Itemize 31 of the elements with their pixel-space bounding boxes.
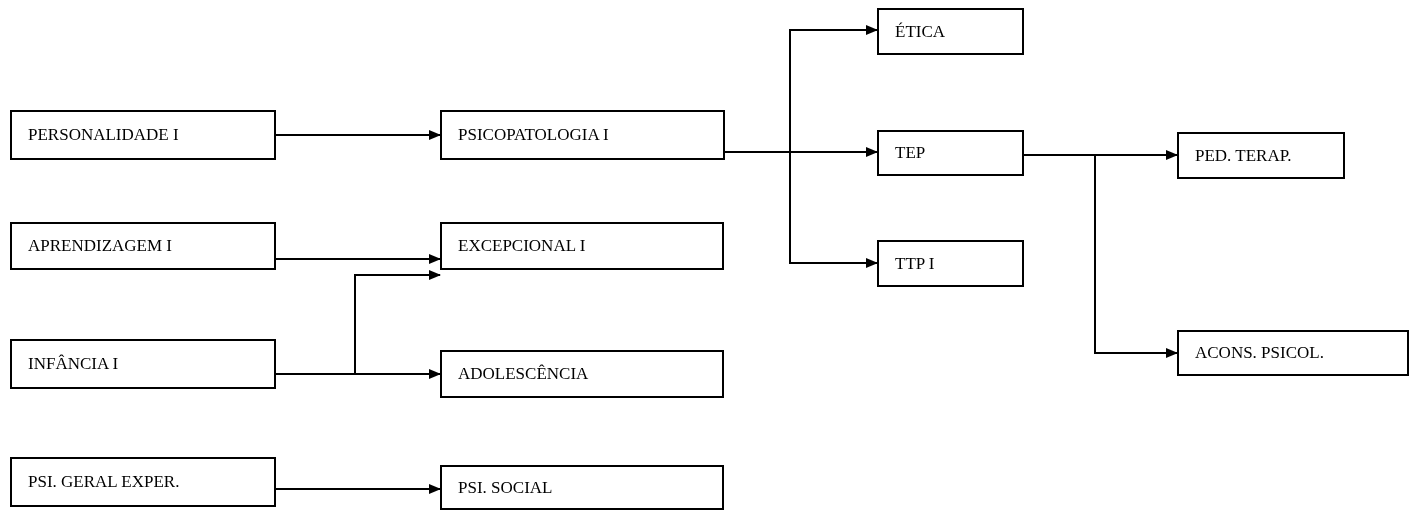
arrow xyxy=(275,130,441,140)
course-box xyxy=(1177,132,1345,179)
arrow xyxy=(1023,154,1178,358)
course-name: APRENDIZAGEM I xyxy=(28,235,173,258)
course-box xyxy=(1177,330,1409,376)
course-name: PSI. SOCIAL xyxy=(458,476,553,499)
course-name: PERSONALIDADE I xyxy=(28,124,179,147)
course-name: TTP I xyxy=(895,252,935,275)
course-box xyxy=(440,350,724,398)
arrow xyxy=(275,484,441,494)
course-box xyxy=(10,457,276,507)
course-box xyxy=(10,110,276,160)
course-box xyxy=(440,110,725,160)
course-name: PSI. GERAL EXPER. xyxy=(28,471,180,494)
course-box xyxy=(440,465,724,510)
course-box xyxy=(440,222,724,270)
arrow xyxy=(275,369,441,379)
arrow xyxy=(275,254,441,264)
course-name: PED. TERAP. xyxy=(1195,144,1292,167)
course-name: PSICOPATOLOGIA I xyxy=(458,124,609,147)
course-box xyxy=(877,240,1024,287)
course-box xyxy=(877,130,1024,176)
course-box xyxy=(877,8,1024,55)
course-name: INFÂNCIA I xyxy=(28,353,119,376)
course-box xyxy=(10,339,276,389)
course-box xyxy=(10,222,276,270)
course-name: EXCEPCIONAL I xyxy=(458,235,586,258)
course-name: ACONS. PSICOL. xyxy=(1195,342,1324,365)
course-name: TEP xyxy=(895,142,926,165)
course-name: ADOLESCÊNCIA xyxy=(458,363,589,386)
course-name: ÉTICA xyxy=(895,20,946,43)
